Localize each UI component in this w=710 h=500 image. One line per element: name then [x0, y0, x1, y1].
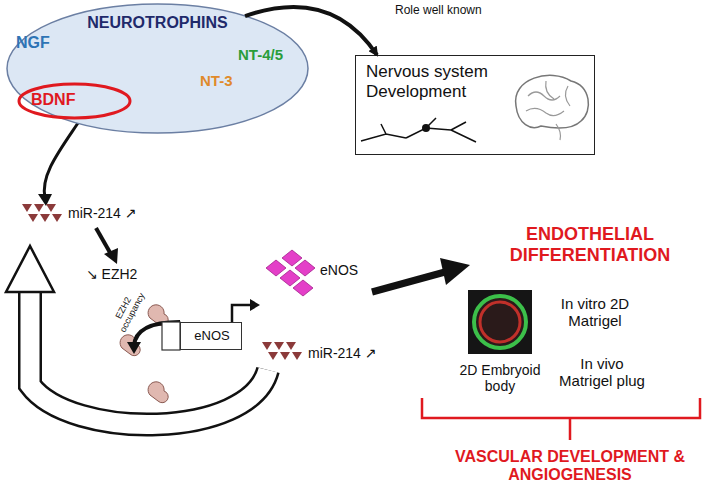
gene-box: eNOS	[180, 322, 242, 350]
embryoid-inner	[480, 302, 520, 342]
text-label: 2D Embryoid body	[445, 362, 555, 394]
arrow-head	[250, 299, 260, 311]
loop-arrow-head	[6, 246, 54, 292]
arrow-head	[440, 258, 470, 285]
text-label: ↘ EZH2	[86, 266, 166, 282]
differentiation-arrow	[372, 272, 445, 292]
brain-neuron-drawing	[356, 56, 596, 156]
group-bracket	[422, 398, 700, 440]
text-label: miR-214 ↗	[68, 205, 158, 221]
text-label: miR-214 ↗	[308, 345, 398, 361]
node-label: NEUROTROPHINS	[5, 14, 310, 32]
mirna-symbols	[22, 204, 62, 222]
node-label: BDNF	[31, 91, 91, 109]
node-label: Nervous system Development	[366, 62, 506, 101]
node-label: eNOS	[181, 329, 243, 344]
loop-arrow-body	[30, 286, 268, 425]
outcome-box: Nervous system Development	[355, 55, 595, 155]
promoter-segment	[162, 322, 180, 350]
induction-arrow	[44, 120, 80, 198]
connector-arrow	[245, 7, 377, 55]
neurotrophin-group: NEUROTROPHINS BDNF	[5, 2, 310, 135]
text-label: NGF	[16, 34, 58, 52]
arrow-head	[104, 248, 118, 264]
enos-protein	[266, 250, 315, 296]
bdnf-oval: BDNF	[17, 82, 132, 120]
edge-label: Role well known	[395, 4, 482, 18]
arrow-head	[127, 342, 141, 354]
text-label: NT-4/5	[238, 46, 298, 63]
text-label: NT-3	[200, 72, 250, 89]
text-label: EZH2 occupancy	[104, 277, 152, 343]
text-label: In vitro 2D Matrigel	[555, 295, 635, 330]
text-label: ENDOTHELIAL DIFFERENTIATION	[480, 224, 700, 265]
embryoid-ring	[474, 296, 526, 348]
mirna-symbols	[262, 342, 302, 360]
transcription-start	[232, 305, 252, 322]
embryoid-image	[468, 290, 532, 354]
text-label: In vivo Matrigel plug	[552, 355, 652, 390]
text-label: VASCULAR DEVELOPMENT & ANGIOGENESIS	[445, 448, 695, 485]
text-label: eNOS	[320, 262, 370, 278]
